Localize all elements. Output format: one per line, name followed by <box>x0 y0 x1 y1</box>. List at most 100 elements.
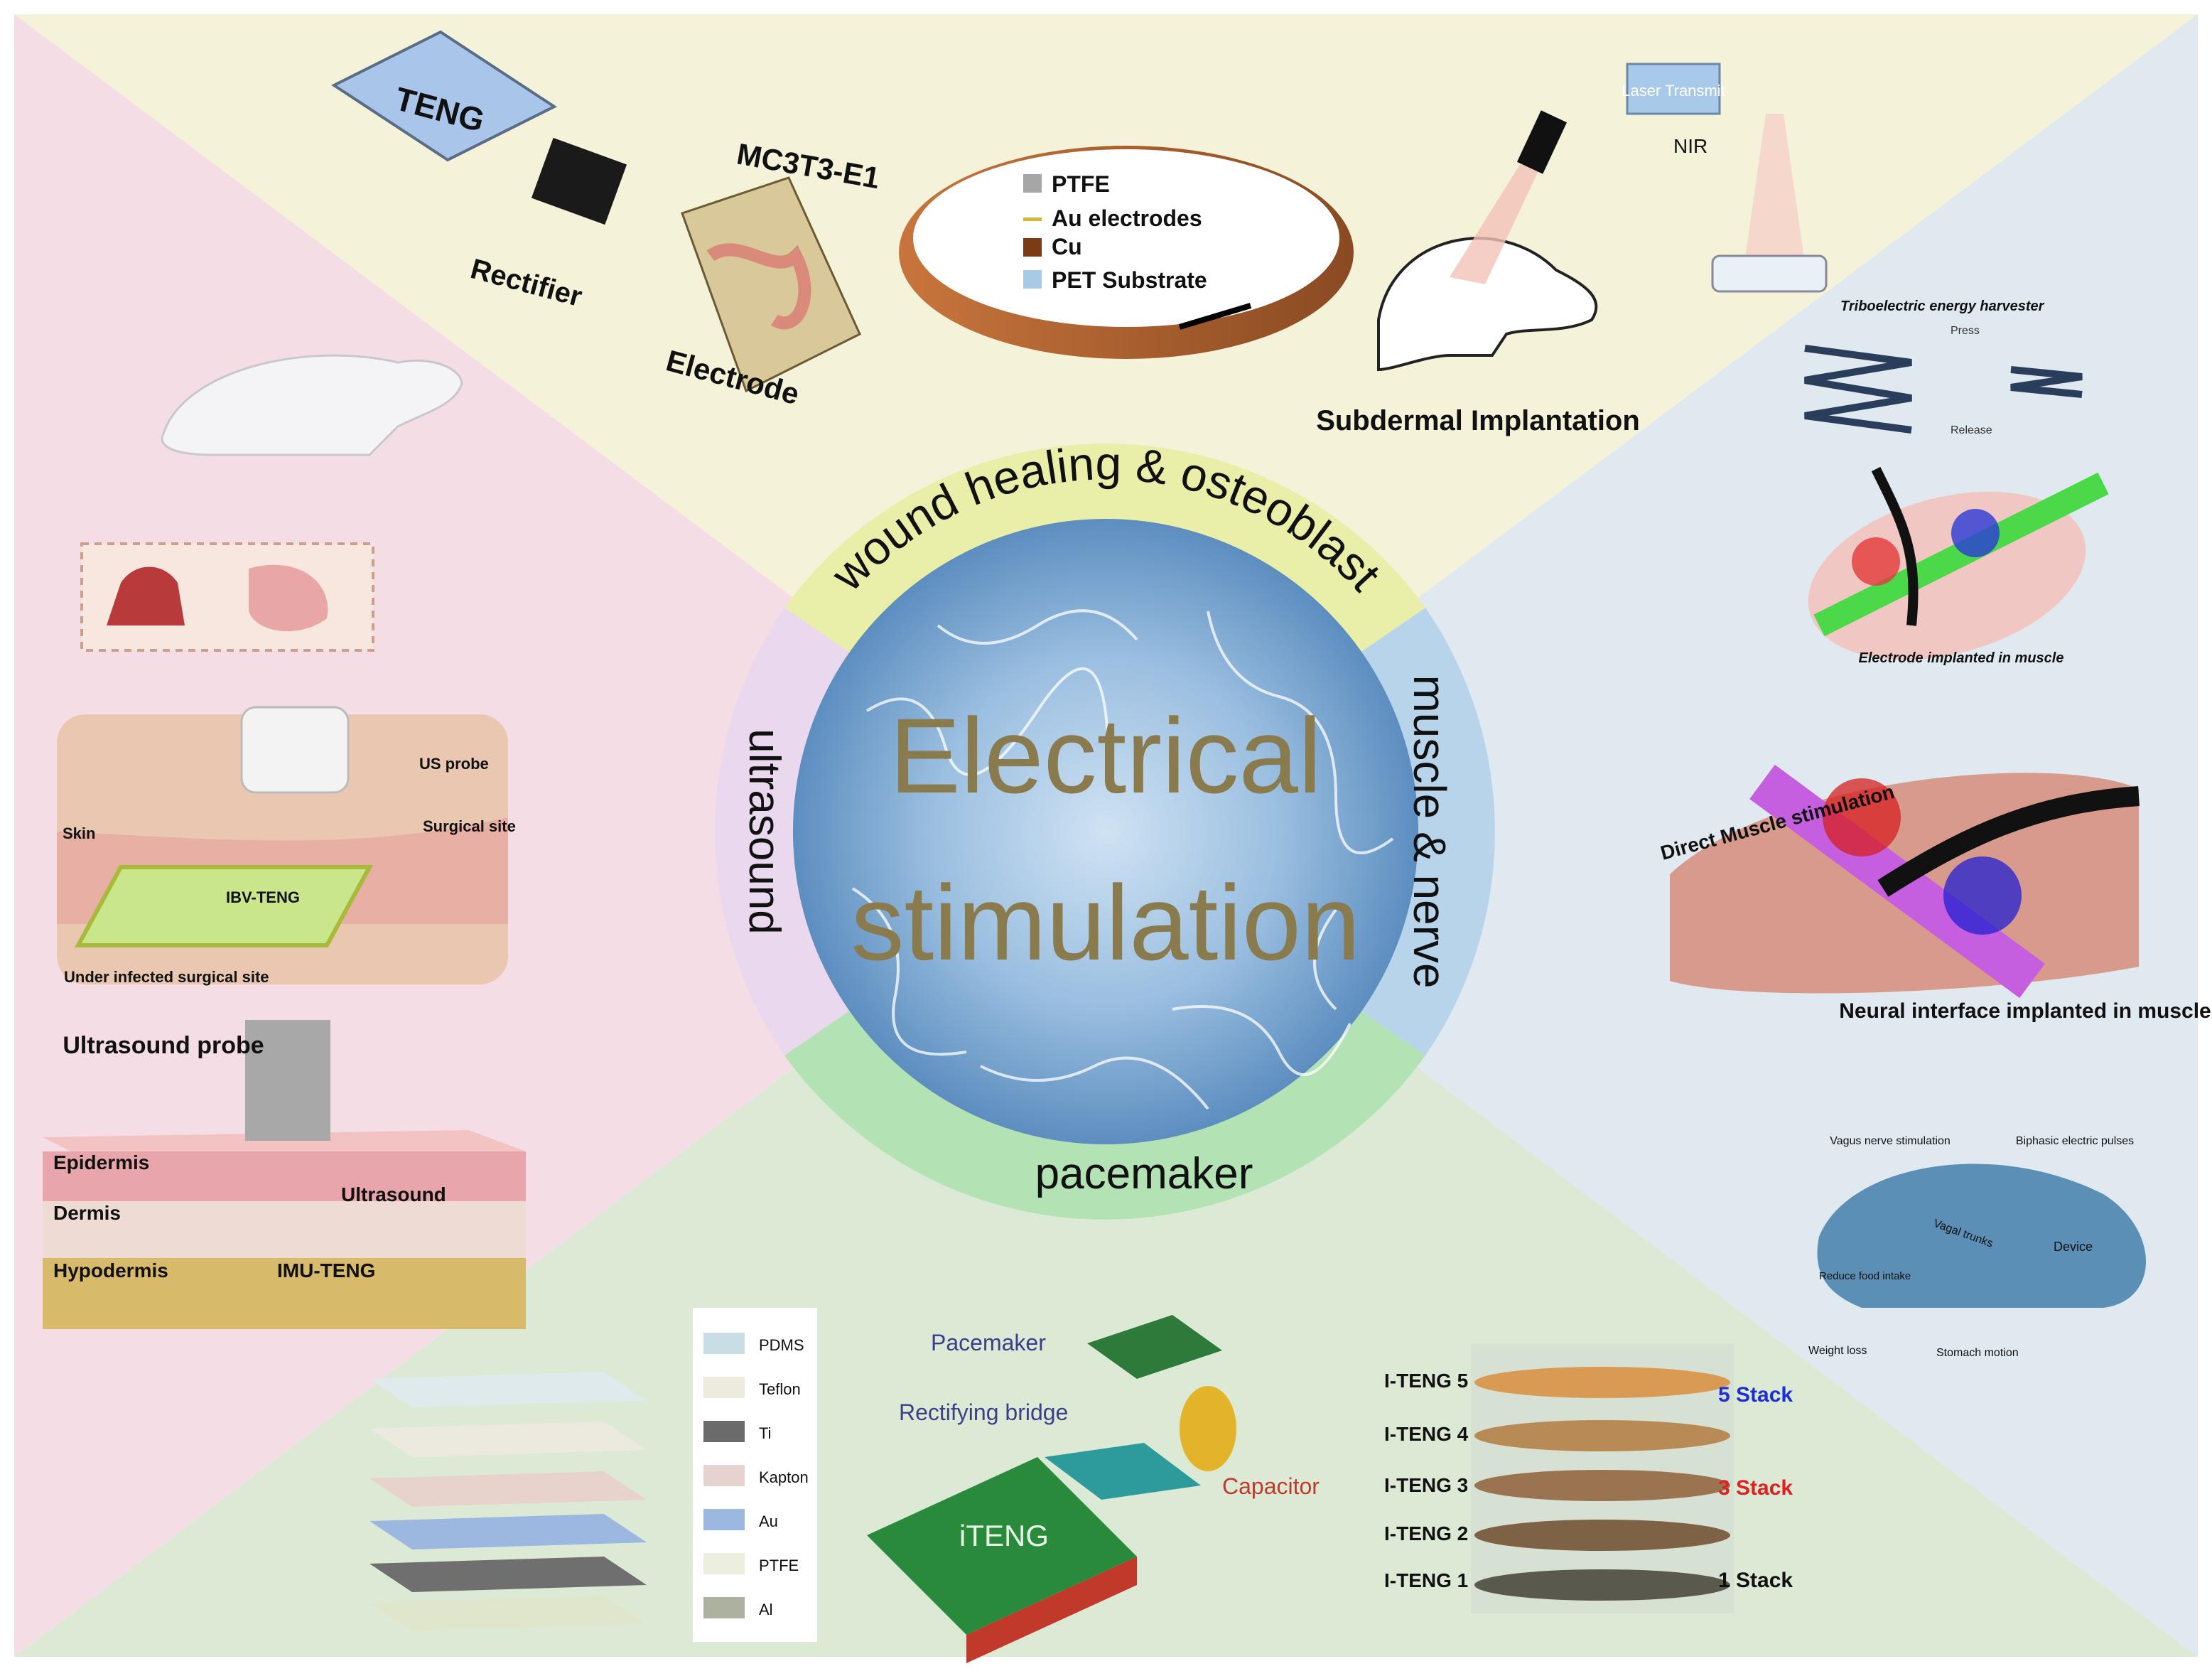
tribo-spring-compressed <box>2010 366 2083 398</box>
us-probe-cylinder <box>240 706 350 794</box>
nerve-branch <box>1871 466 1919 626</box>
ultrasound-label: Ultrasound <box>341 1183 446 1205</box>
panel-triboelectric: Triboelectric energy harvester Press Rel… <box>1804 299 2109 666</box>
center-disc <box>793 519 1418 1144</box>
layer-kapton <box>369 1471 647 1507</box>
hypodermis-layer <box>43 1258 526 1329</box>
stack-disc-5 <box>1474 1367 1730 1398</box>
vagus-label: Vagus nerve stimulation <box>1830 1135 1951 1147</box>
nir-beam <box>1744 114 1805 263</box>
layer-teflon <box>369 1422 647 1457</box>
bridge-block <box>1045 1443 1201 1500</box>
layer-au <box>369 1514 647 1549</box>
legend-ptfe2: PTFE <box>759 1557 799 1574</box>
iteng3-label: I-TENG 3 <box>1384 1474 1468 1496</box>
red-stim-spot <box>1823 778 1901 856</box>
tribo-caption: Electrode implanted in muscle <box>1859 650 2064 666</box>
iteng4-label: I-TENG 4 <box>1384 1423 1469 1445</box>
electrode-sheet <box>681 176 861 393</box>
laser-transmit-label: Laser Transmit <box>1622 82 1725 100</box>
pacemaker-block <box>1087 1315 1222 1379</box>
legend-ti: Ti <box>759 1424 772 1442</box>
panel-vagus: Vagus nerve stimulation Biphasic electri… <box>1808 1135 2146 1359</box>
infected-sample <box>249 564 328 632</box>
dermis-layer <box>43 1201 526 1258</box>
stack1-label: 1 Stack <box>1718 1569 1793 1592</box>
rectifier-box <box>531 137 627 225</box>
subdermal-label: Subdermal Implantation <box>1316 405 1640 436</box>
lightning-texture <box>851 609 1394 1110</box>
ultrasound-probe-label: Ultrasound probe <box>63 1032 264 1059</box>
blue-stim-spot <box>1943 856 2022 935</box>
capacitor-label: Capacitor <box>1222 1473 1320 1499</box>
reduce-label: Reduce food intake <box>1819 1270 1911 1282</box>
laser-transmit-box <box>1626 63 1721 115</box>
wound-sample <box>107 566 185 625</box>
ring-label-bottom: pacemaker <box>1035 1149 1253 1198</box>
legend-swatch-au <box>1023 217 1042 221</box>
panel-wound-rat <box>80 354 463 652</box>
legend-pet: PET Substrate <box>1052 267 1207 293</box>
probe-handle <box>1516 110 1568 174</box>
bridge-label: Rectifying bridge <box>899 1399 1068 1425</box>
tribo-spring <box>1804 345 1912 434</box>
neural-interface-label: Neural interface implanted in muscle <box>1839 999 2211 1023</box>
iteng1-label: I-TENG 1 <box>1384 1569 1468 1591</box>
iteng2-label: I-TENG 2 <box>1384 1522 1468 1544</box>
legend-cu: Cu <box>1052 234 1082 259</box>
nir-label: NIR <box>1673 135 1707 157</box>
imu-label: IMU-TENG <box>277 1259 375 1282</box>
legend-au2: Au <box>759 1513 778 1530</box>
panel-teng-cell: TENG Rectifier MC3T3-E1 Electrode <box>330 30 883 411</box>
layer-pdms <box>369 1372 647 1407</box>
rat-white <box>161 354 463 456</box>
green-nerve <box>1813 472 2109 637</box>
red-electrode-spot <box>1852 537 1900 586</box>
panel-pacemaker: iTENG Pacemaker Rectifying bridge Capaci… <box>867 1315 1320 1663</box>
us-probe-label: US probe <box>419 755 489 773</box>
layer-ti <box>369 1557 647 1592</box>
device-label: Device <box>2054 1240 2093 1254</box>
panel-ibv-teng: US probe Skin Surgical site IBV-TENG Und… <box>57 706 516 986</box>
skin-label: Skin <box>63 824 95 842</box>
panel-layer-stack: PDMS Teflon Ti Kapton Au PTFE Al <box>369 1308 817 1642</box>
ibv-device <box>74 865 374 947</box>
legend-ptfe: PTFE <box>1052 171 1110 197</box>
legend-swatch-ptfe <box>1023 174 1042 193</box>
laser-beam <box>1450 163 1542 284</box>
capacitor <box>1180 1386 1236 1471</box>
panel-subdermal: Laser Transmit NIR Subdermal Implantatio… <box>1316 63 1828 436</box>
mouse-outline <box>1377 237 1598 372</box>
black-nerve <box>1877 786 2140 897</box>
sector-top <box>14 14 2198 832</box>
legend-swatch-ptfe2 <box>703 1553 745 1574</box>
weight-label: Weight loss <box>1808 1345 1867 1357</box>
legend-swatch-al <box>703 1597 745 1618</box>
epidermis-layer <box>43 1151 526 1201</box>
stack-disc-4 <box>1474 1420 1730 1451</box>
hypodermis-label: Hypodermis <box>53 1259 168 1282</box>
legend-teflon: Teflon <box>759 1380 801 1398</box>
legend-au: Au electrodes <box>1052 205 1202 231</box>
legend-kapton: Kapton <box>759 1468 809 1486</box>
iteng-label: iTENG <box>959 1519 1049 1552</box>
stack5-label: 5 Stack <box>1718 1383 1793 1407</box>
category-ring: Electrical stimulation wound healing & o… <box>715 436 1495 1220</box>
legend-pdms: PDMS <box>759 1336 804 1354</box>
ibv-label: IBV-TENG <box>226 888 300 906</box>
legend-swatch-ti <box>703 1421 745 1442</box>
rat-body <box>1817 1164 2146 1308</box>
dermis-label: Dermis <box>53 1202 121 1224</box>
center-title-line1: Electrical <box>890 696 1322 815</box>
tribo-press: Press <box>1951 325 1980 337</box>
legend-swatch-au2 <box>703 1509 745 1530</box>
legend-swatch-pdms <box>703 1333 745 1354</box>
surgical-label: Surgical site <box>423 817 516 835</box>
ring-label-right: muscle & nerve <box>1404 675 1455 988</box>
legend-swatch-cu <box>1023 238 1042 257</box>
blue-electrode-spot <box>1951 509 2000 557</box>
legend-swatch-pet <box>1023 270 1042 289</box>
cell-cluster <box>706 243 811 330</box>
teng-plate <box>330 30 558 162</box>
